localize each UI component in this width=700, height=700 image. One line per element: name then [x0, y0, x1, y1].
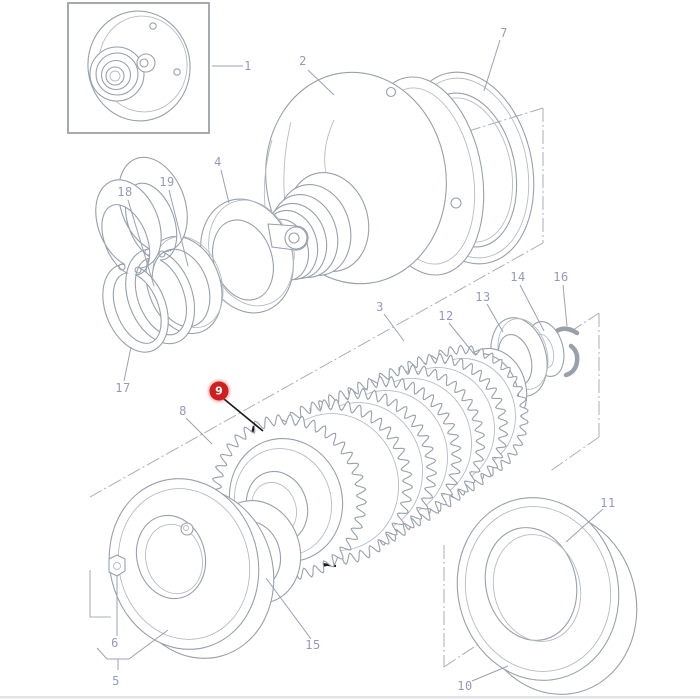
leader-lines — [96, 39, 604, 682]
callout-18[interactable]: 18 — [117, 185, 133, 199]
callout-1[interactable]: 1 — [244, 59, 252, 73]
callout-16[interactable]: 16 — [553, 270, 569, 284]
callout-3[interactable]: 3 — [376, 300, 384, 314]
callout-17[interactable]: 17 — [115, 381, 131, 395]
callout-9-badge[interactable]: 9 — [209, 381, 229, 401]
callout-10[interactable]: 10 — [457, 679, 473, 693]
callout-11[interactable]: 11 — [600, 496, 616, 510]
part-10-11-ring — [456, 497, 638, 695]
callout-9-leader — [223, 398, 264, 432]
part-5-6-drum — [108, 478, 275, 659]
callout-13[interactable]: 13 — [475, 290, 491, 304]
callout-2[interactable]: 2 — [299, 54, 307, 68]
callout-12[interactable]: 12 — [438, 309, 454, 323]
callout-19[interactable]: 19 — [159, 175, 175, 189]
callout-4[interactable]: 4 — [214, 155, 222, 169]
part-1-inset — [67, 2, 210, 134]
callout-14[interactable]: 14 — [510, 270, 526, 284]
part-17-snap-ring — [95, 179, 169, 353]
callout-6[interactable]: 6 — [111, 636, 119, 650]
callout-7[interactable]: 7 — [500, 26, 508, 40]
bottom-edge-rule — [0, 696, 700, 699]
callout-15[interactable]: 15 — [305, 638, 321, 652]
callout-8[interactable]: 8 — [179, 404, 187, 418]
callout-5[interactable]: 5 — [112, 674, 120, 688]
